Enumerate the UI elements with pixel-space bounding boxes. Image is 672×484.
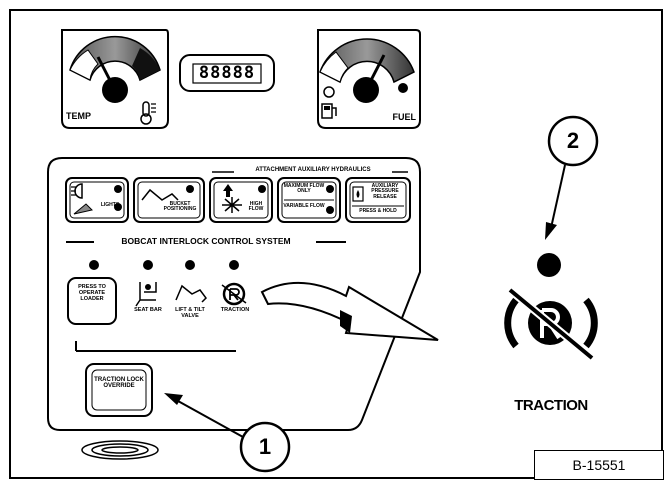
hour-meter-digits: 88888 <box>198 63 256 83</box>
traction-small-label: TRACTION <box>220 307 250 313</box>
fuel-gauge <box>317 29 421 129</box>
enlarged-traction-light <box>537 253 561 277</box>
callout-1-leader <box>177 400 244 438</box>
temp-gauge <box>61 29 169 129</box>
traction-lock-icon <box>221 282 247 306</box>
seat-bar-label: SEAT BAR <box>134 307 162 313</box>
headlight-icon <box>71 183 93 215</box>
high-flow-switch[interactable] <box>209 177 273 223</box>
thermometer-icon <box>140 101 156 125</box>
lights-switch[interactable] <box>65 177 129 223</box>
lights-label: LIGHTS <box>100 202 120 208</box>
magnify-arrow <box>260 282 439 341</box>
hydraulic-flow-icon <box>222 184 242 213</box>
attachment-section-title: ATTACHMENT AUXILIARY HYDRAULICS <box>255 167 371 173</box>
enlarged-traction-icon <box>504 286 598 362</box>
aux-pressure-label: AUXILIARY PRESSURE RELEASE <box>371 183 399 200</box>
callout-2-leader <box>550 164 566 229</box>
high-flow-label: HIGH FLOW <box>248 201 264 213</box>
fuel-label: FUEL <box>392 112 417 122</box>
callout-2-number: 2 <box>566 128 580 153</box>
key-switch-ring <box>81 440 159 460</box>
traction-indicator-light <box>229 260 239 270</box>
traction-lock-override-button[interactable] <box>85 363 153 417</box>
bucket-icon <box>141 188 179 201</box>
interlock-section-title: BOBCAT INTERLOCK CONTROL SYSTEM <box>121 236 291 246</box>
temp-label: TEMP <box>66 111 92 121</box>
fuel-pump-icon <box>321 103 337 119</box>
seat-bar-indicator-light <box>143 260 153 270</box>
bucket-positioning-label: BUCKET POSITIONING <box>163 201 197 213</box>
lift-tilt-indicator-light <box>185 260 195 270</box>
press-to-operate-button[interactable] <box>67 277 117 325</box>
max-flow-label: MAXIMUM FLOW ONLY <box>283 183 325 195</box>
flow-mode-switch[interactable] <box>277 177 341 223</box>
callout-circle-1 <box>239 421 291 473</box>
bucket-positioning-switch[interactable] <box>133 177 205 223</box>
callout-1-number: 1 <box>258 434 272 459</box>
traction-override-label: TRACTION LOCK OVERRIDE <box>94 377 144 390</box>
loader-indicator-light <box>89 260 99 270</box>
press-hold-label: PRESS & HOLD <box>359 208 397 214</box>
pressure-drop-icon <box>352 186 364 202</box>
lift-tilt-icon <box>175 284 207 303</box>
figure-code: B-15551 <box>534 450 664 480</box>
seat-bar-icon <box>135 282 157 307</box>
enlarged-traction-label: TRACTION <box>514 397 588 414</box>
lift-tilt-label: LIFT & TILT VALVE <box>175 307 205 319</box>
variable-flow-label: VARIABLE FLOW <box>283 203 325 209</box>
press-to-operate-label: PRESS TO OPERATE LOADER <box>78 284 106 302</box>
callout-circle-2 <box>547 115 599 167</box>
